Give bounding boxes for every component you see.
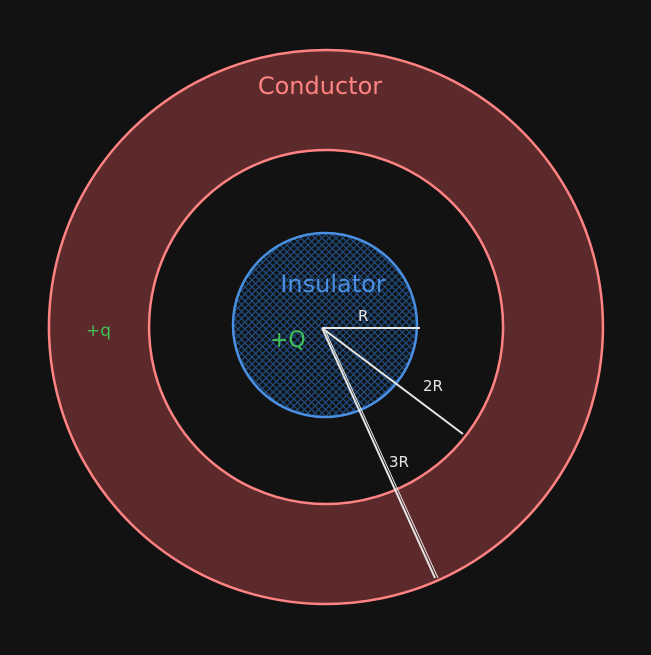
insulator-charge-label: +Q bbox=[270, 328, 306, 353]
radius-2r-label: 2R bbox=[423, 377, 443, 395]
conductor-shell bbox=[47, 48, 605, 606]
radius-r-label: R bbox=[358, 307, 368, 325]
radius-line-2r bbox=[321, 327, 464, 435]
insulator-label: Insulator bbox=[280, 270, 385, 298]
insulator-sphere bbox=[231, 231, 419, 419]
conductor-label: Conductor bbox=[258, 72, 382, 100]
radius-3r-label: 3R bbox=[389, 453, 409, 471]
conductor-charge-label: +q bbox=[86, 321, 111, 341]
radius-line-3r-double bbox=[324, 329, 439, 579]
radius-line-3r bbox=[321, 327, 436, 579]
